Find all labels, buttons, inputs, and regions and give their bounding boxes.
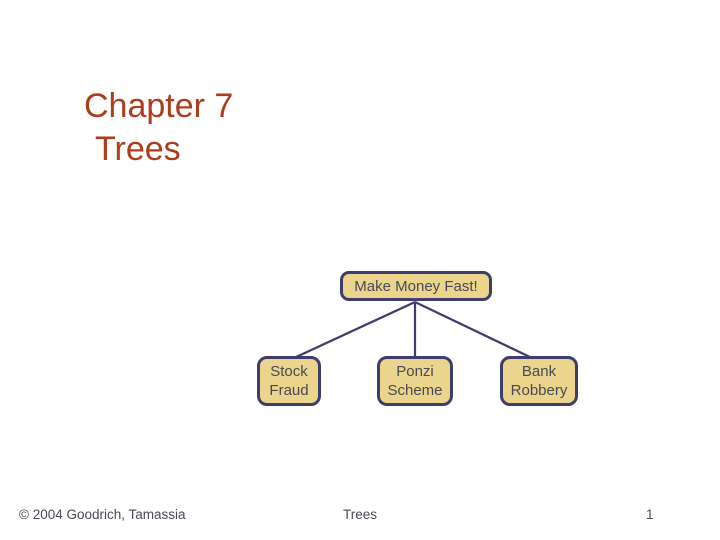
tree-node-label-line: Robbery	[510, 382, 568, 399]
tree-node-label-line: Fraud	[269, 382, 309, 399]
title-line-1: Chapter 7	[84, 87, 234, 125]
tree-node-root-label: Make Money Fast!	[354, 277, 478, 295]
tree-edge-right	[414, 301, 533, 359]
slide-title: Chapter 7 Trees	[84, 85, 233, 171]
footer-copyright: © 2004 Goodrich, Tamassia	[19, 507, 186, 522]
tree-node-label-line: Ponzi	[396, 363, 434, 380]
tree-edge-left	[293, 301, 416, 359]
tree-node-label-line: Scheme	[387, 382, 443, 399]
tree-node-label-line: Stock	[270, 363, 308, 380]
tree-node-ponzi-scheme: Ponzi Scheme	[377, 356, 453, 406]
tree-node-label-line: Bank	[521, 363, 557, 380]
tree-node-bank-robbery: Bank Robbery	[500, 356, 578, 406]
footer-section-title: Trees	[342, 507, 377, 522]
tree-node-stock-fraud: Stock Fraud	[257, 356, 321, 406]
title-line-2: Trees	[95, 130, 181, 168]
tree-node-root: Make Money Fast!	[340, 271, 492, 301]
footer-page-number: 1	[646, 507, 654, 522]
